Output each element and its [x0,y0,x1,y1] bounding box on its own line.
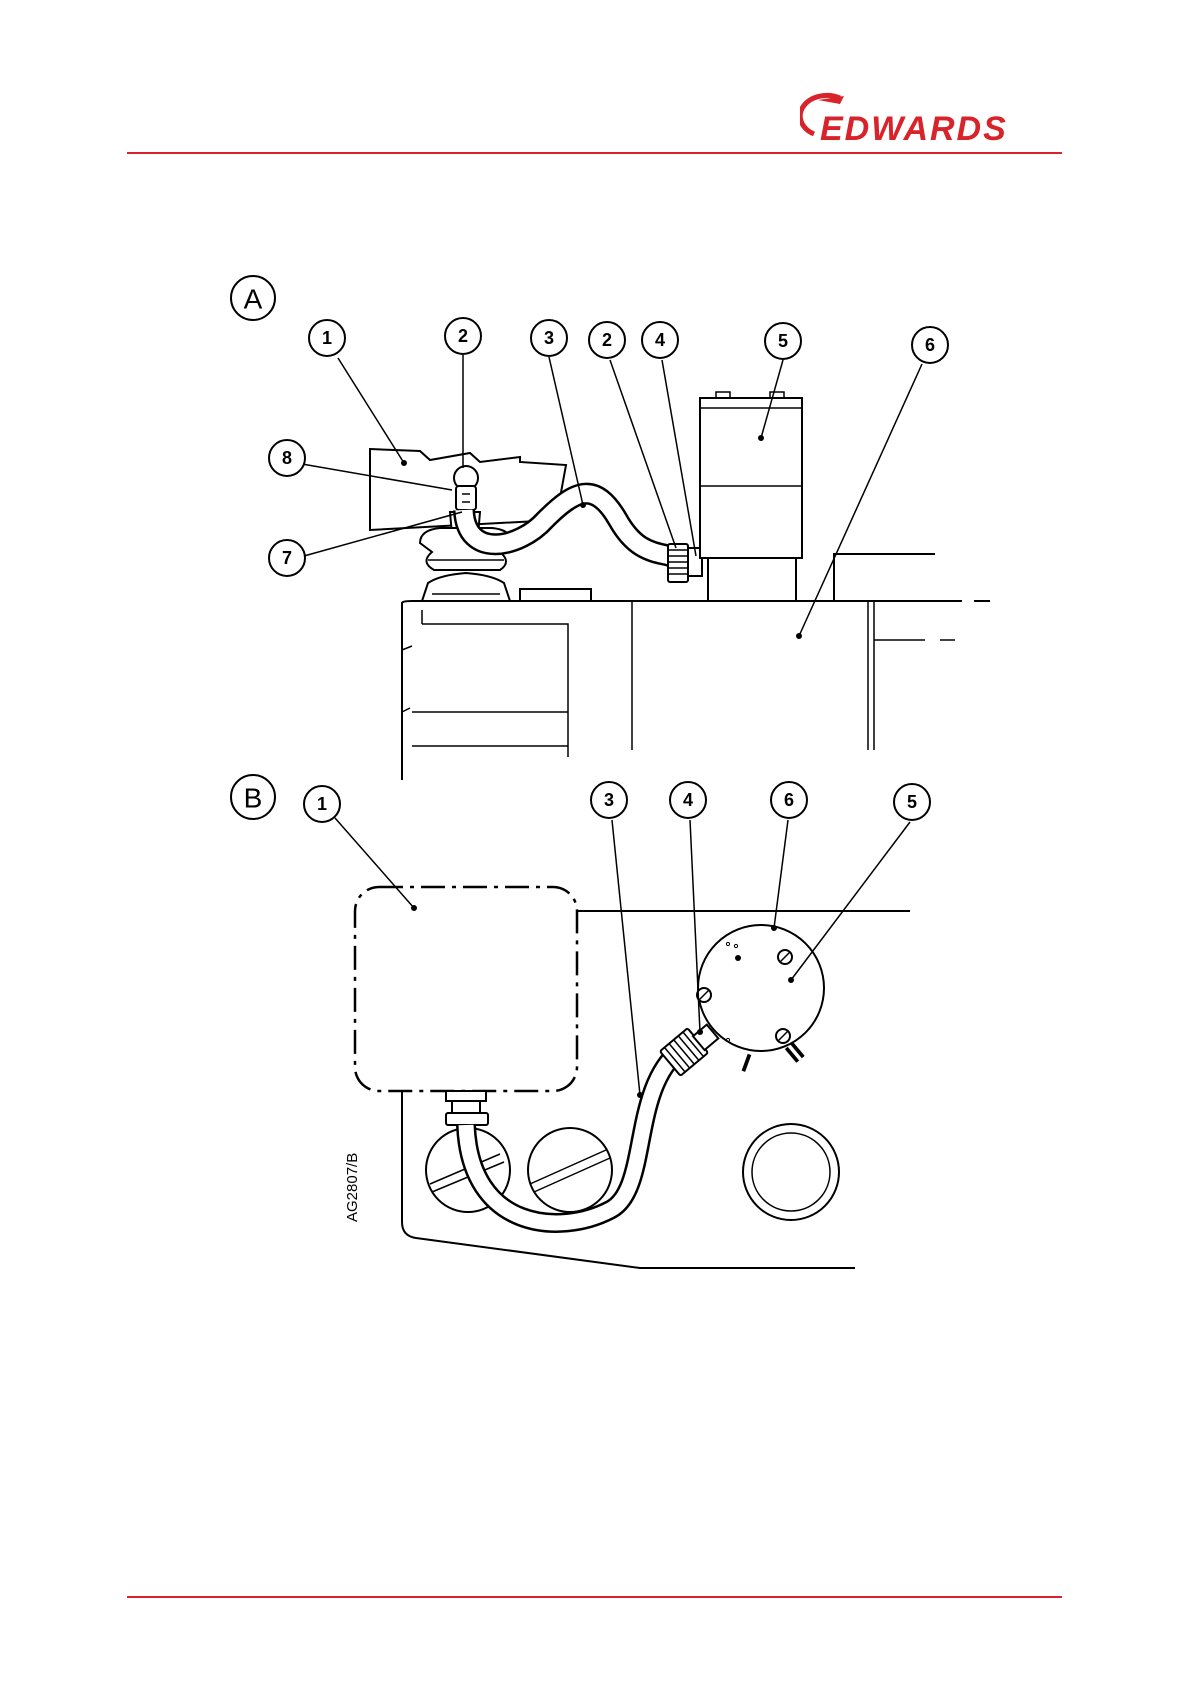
callout-a-5: 5 [778,331,788,351]
callout-b-4: 4 [683,790,693,810]
view-a-label: A [244,284,263,315]
callout-a-2b: 2 [602,330,612,350]
callout-b-1: 1 [317,794,327,814]
callout-a-7: 7 [282,548,292,568]
callout-b-6: 6 [784,790,794,810]
view-b-label: B [244,783,263,814]
callout-a-8: 8 [282,448,292,468]
switch-position-1: I [738,1047,755,1078]
view-b-top: I II [355,887,910,1268]
callout-a-2: 2 [458,326,468,346]
callout-a-3: 3 [544,328,554,348]
callout-a-1: 1 [322,328,332,348]
callout-b-5: 5 [907,792,917,812]
callout-a-4: 4 [655,330,665,350]
figure-code: AG2807/B [344,1153,361,1222]
callout-a-6: 6 [925,335,935,355]
callout-b-3: 3 [604,790,614,810]
